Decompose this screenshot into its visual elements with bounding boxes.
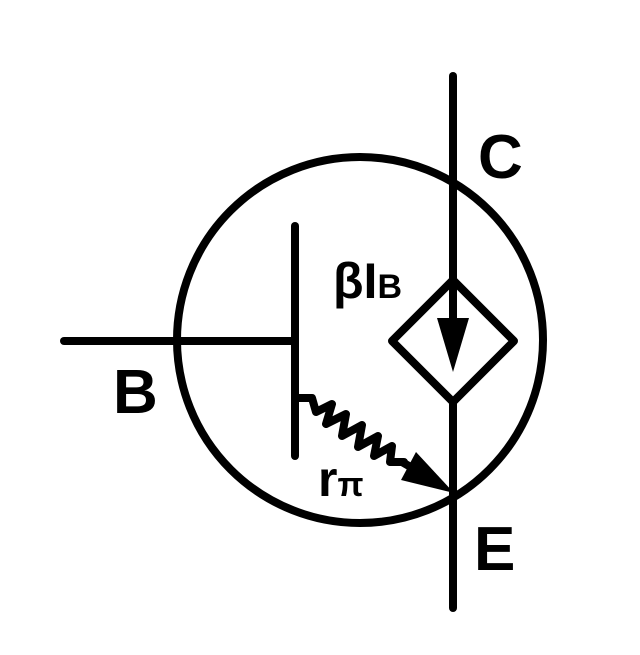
collector-label: C bbox=[478, 123, 523, 192]
beta-symbol: β bbox=[333, 253, 364, 309]
current-subscript: B bbox=[377, 268, 402, 306]
r-pi-resistor-zigzag bbox=[292, 394, 408, 466]
dependent-current-source-diamond bbox=[388, 276, 518, 406]
emitter-label: E bbox=[474, 515, 515, 584]
current-arrow-head bbox=[437, 318, 469, 372]
beta-ib-label: βIB bbox=[333, 253, 402, 309]
r-symbol: r bbox=[318, 451, 337, 507]
current-main-symbol: I bbox=[364, 253, 378, 309]
pi-symbol: π bbox=[337, 466, 363, 504]
emitter-arrow-shaft bbox=[398, 458, 444, 488]
r-pi-label: rπ bbox=[318, 451, 364, 507]
base-label: B bbox=[113, 358, 158, 427]
